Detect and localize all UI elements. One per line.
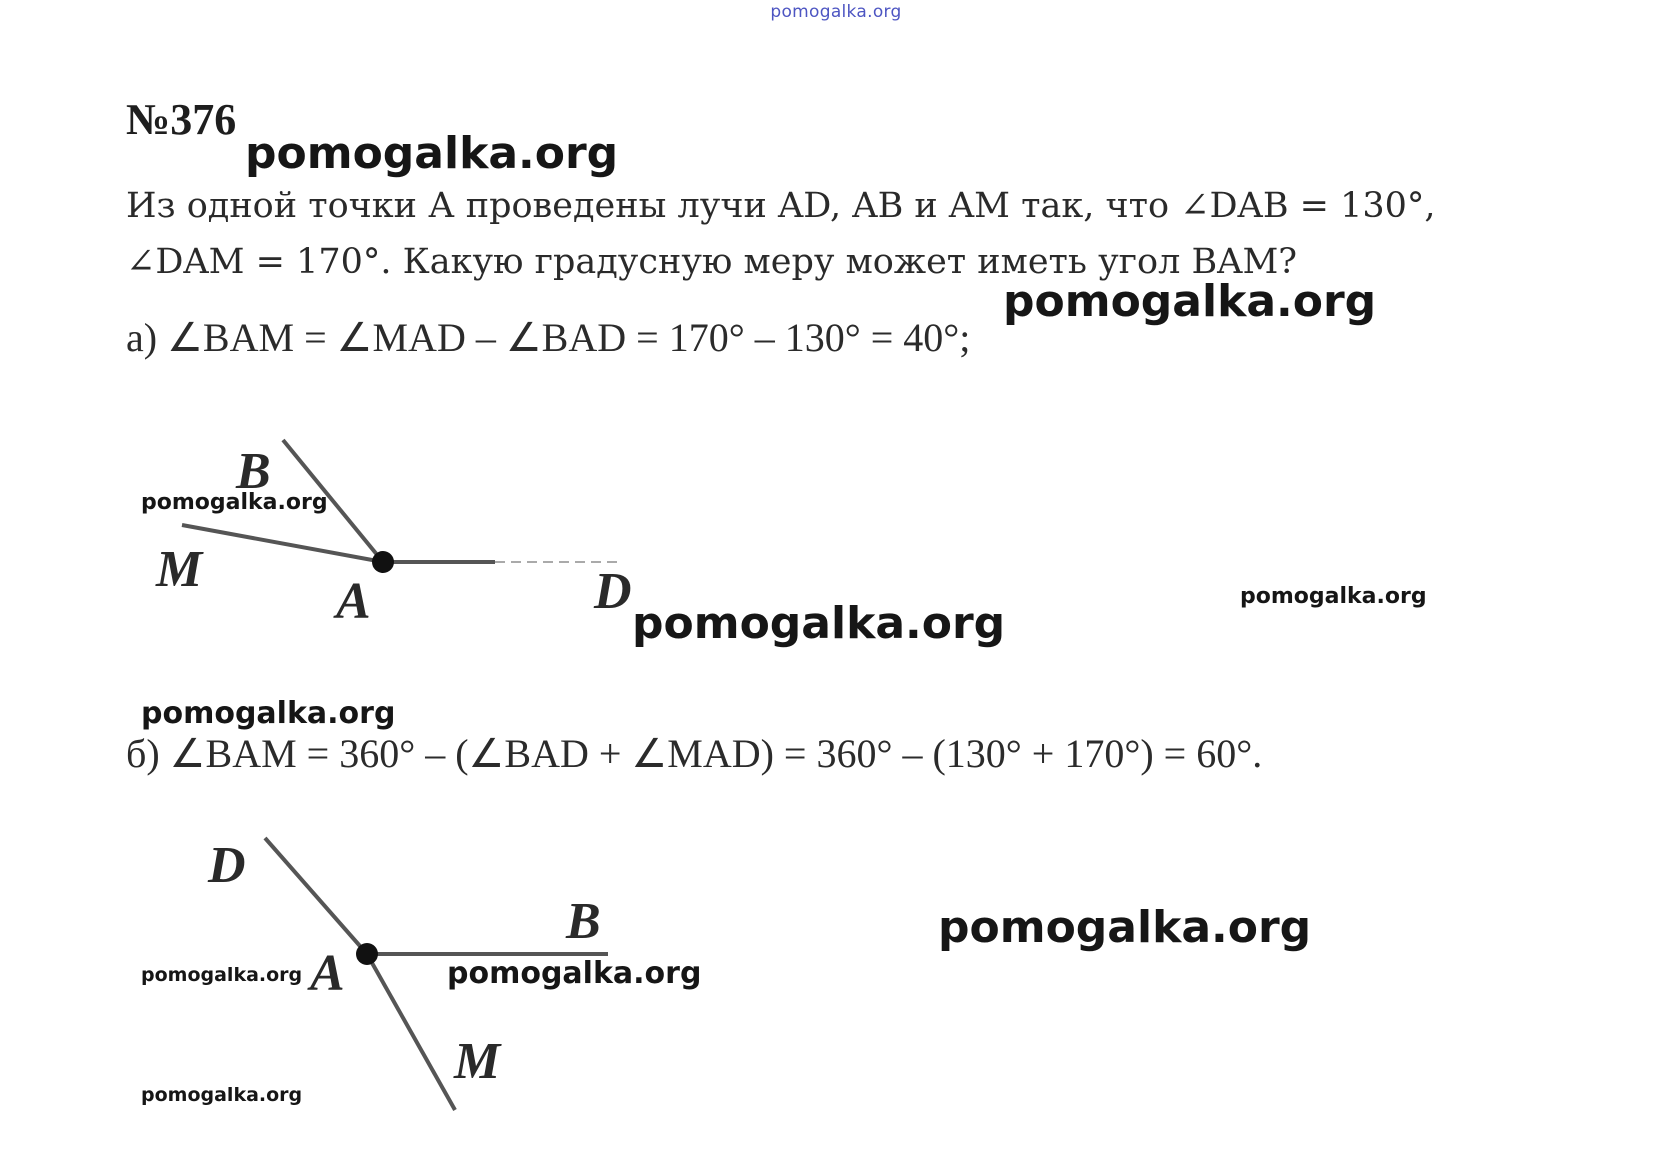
label-m: M [155, 541, 204, 598]
label-b: B [235, 443, 271, 500]
point-a [372, 551, 394, 573]
ray-am [365, 953, 457, 1111]
label-d: D [207, 837, 246, 894]
problem-statement: Из одной точки А проведены лучи AD, AB и… [126, 178, 1566, 290]
watermark: pomogalka.org [141, 1084, 303, 1106]
label-m: M [453, 1033, 502, 1090]
solution-a: а) ∠BAM = ∠MAD – ∠BAD = 170° – 130° = 40… [126, 315, 971, 360]
figure-b-diagram: D B A M [207, 836, 608, 1111]
watermark: pomogalka.org [141, 964, 303, 986]
site-header-link[interactable]: pomogalka.org [770, 2, 902, 22]
watermark: pomogalka.org [1240, 584, 1427, 609]
label-a: A [307, 945, 345, 1002]
watermark: pomogalka.org [141, 696, 396, 731]
watermark: pomogalka.org [1003, 276, 1377, 327]
ray-am [181, 523, 384, 564]
figure-a-diagram: B M A D [155, 438, 632, 630]
statement-line: Из одной точки А проведены лучи AD, AB и… [126, 186, 1436, 226]
statement-line: ∠DAM = 170°. Какую градусную меру может … [126, 242, 1298, 282]
watermark: pomogalka.org [245, 128, 619, 179]
solution-b: б) ∠BAM = 360° – (∠BAD + ∠MAD) = 360° – … [126, 731, 1263, 776]
watermark: pomogalka.org [938, 902, 1312, 953]
watermark: pomogalka.org [447, 956, 702, 991]
ray-ab [281, 438, 385, 564]
watermark: pomogalka.org [141, 490, 328, 515]
label-d: D [593, 563, 632, 620]
label-a: A [333, 573, 371, 630]
ray-ad [263, 836, 369, 956]
problem-number: №376 [126, 95, 237, 144]
point-a [356, 943, 378, 965]
label-b: B [565, 893, 601, 950]
watermark: pomogalka.org [632, 598, 1006, 649]
